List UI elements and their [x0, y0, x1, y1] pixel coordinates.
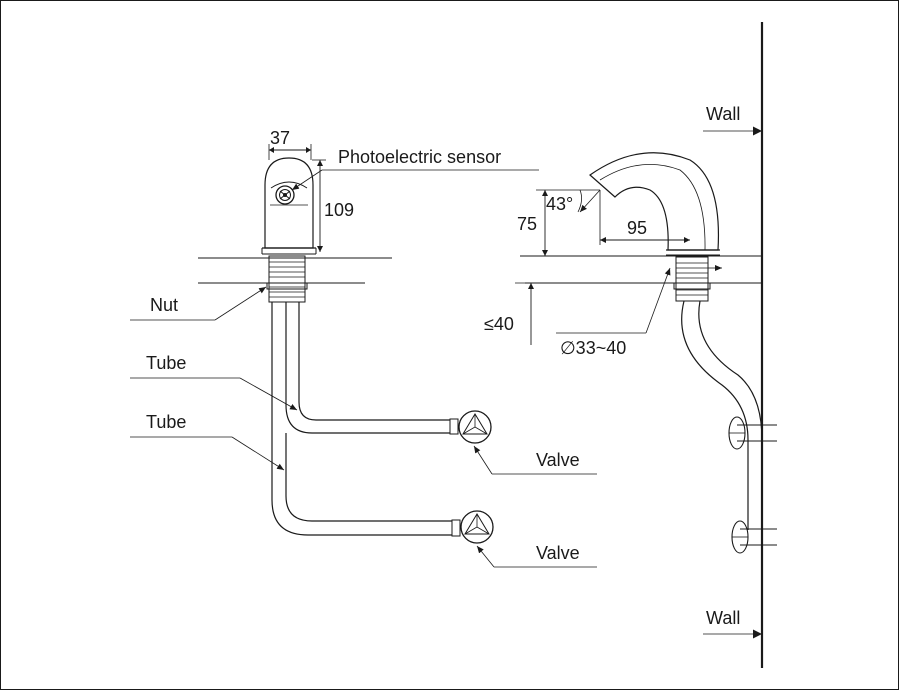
threaded-shank-side: [673, 256, 722, 302]
dim-43-angle: [577, 189, 601, 213]
label-photoelectric-sensor: Photoelectric sensor: [338, 147, 501, 167]
dim-75-lines: [536, 189, 600, 256]
label-tube-upper: Tube: [146, 353, 186, 373]
dim-le40-lines: [515, 282, 545, 345]
faucet-side-spout: [589, 152, 720, 256]
valve-lower-icon: [460, 510, 494, 544]
dim-37-lines: [268, 144, 312, 160]
label-reach-95: 95: [627, 218, 647, 238]
wall-valve-side-upper: [728, 416, 777, 450]
valve-upper-icon: [458, 410, 492, 444]
right-countertop: [520, 255, 762, 284]
label-valve-upper: Valve: [536, 450, 580, 470]
faucet-front-view: [261, 157, 317, 255]
label-thickness-le40: ≤40: [484, 314, 514, 334]
label-height-109: 109: [324, 200, 354, 220]
label-angle-43: 43°: [546, 194, 573, 214]
leader-tube-upper: [130, 377, 298, 411]
tube-lower-pipe: [271, 302, 461, 537]
threaded-shank-front: [266, 255, 308, 303]
leader-valve-upper: [473, 445, 597, 475]
leader-nut: [130, 286, 267, 321]
tube-upper-pipe: [285, 302, 459, 435]
label-width-37: 37: [270, 128, 290, 148]
label-hole-diameter: ∅33~40: [560, 338, 626, 358]
leader-photoelectric-sensor: [291, 169, 539, 191]
label-tube-lower: Tube: [146, 412, 186, 432]
label-wall-bottom: Wall: [706, 608, 740, 628]
leader-hole-diameter: [556, 267, 671, 334]
label-wall-top: Wall: [706, 104, 740, 124]
leader-valve-lower: [476, 545, 597, 568]
wall-valve-side-lower: [731, 520, 777, 554]
dim-95-lines: [599, 190, 690, 245]
label-nut: Nut: [150, 295, 178, 315]
dim-109-lines: [312, 159, 326, 252]
leader-tube-lower: [130, 436, 285, 471]
flexible-hose-side: [681, 300, 763, 530]
label-height-75: 75: [517, 214, 537, 234]
wall-arrow-bottom: [703, 629, 762, 639]
wall-arrow-top: [703, 126, 762, 136]
label-valve-lower: Valve: [536, 543, 580, 563]
photoelectric-sensor-icon: [275, 185, 295, 205]
